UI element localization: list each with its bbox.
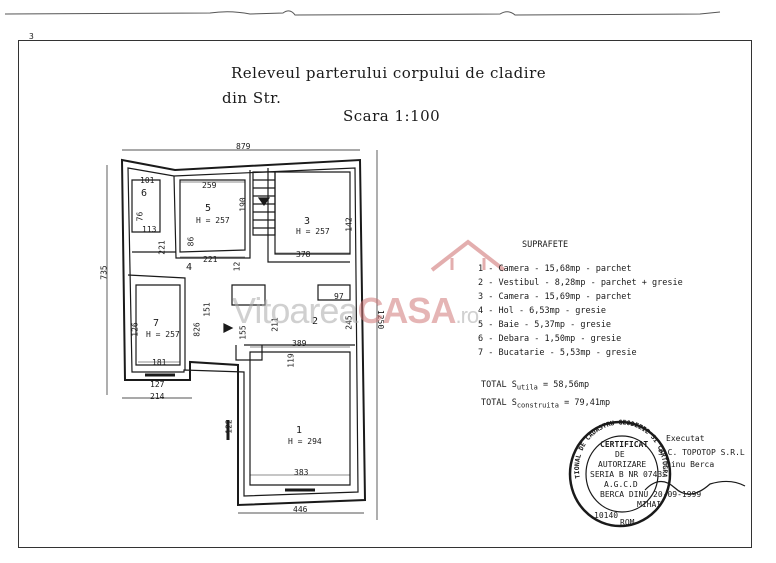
- dim-d7: 119: [286, 353, 296, 368]
- dim-bottom: 446: [293, 505, 308, 514]
- executed-date: 20-09-1999: [653, 490, 702, 499]
- room-7-height: H = 257: [146, 330, 180, 339]
- signature-scribble: [644, 480, 746, 495]
- top-edge-scribble: [4, 10, 721, 16]
- room-1-number: 1: [296, 425, 303, 436]
- dim-v4: 221: [157, 240, 167, 255]
- room-5-height: H = 257: [196, 216, 230, 225]
- plan-scale: Scara 1:100: [343, 107, 441, 125]
- dim-room2-width: 389: [292, 339, 307, 348]
- dim-d4: 97: [334, 292, 344, 301]
- dim-room4-width: 221: [203, 255, 218, 264]
- dim-v1: 190: [238, 197, 248, 212]
- stamp-line1: CERTIFICAT: [600, 440, 649, 449]
- house-logo-icon: [430, 239, 506, 272]
- dim-v2: 142: [344, 217, 354, 232]
- total-constr-sub: construita: [516, 401, 559, 410]
- room-2-number: 2: [312, 316, 319, 327]
- stamp-line3: AUTORIZARE: [598, 460, 647, 469]
- legend-heading: SUPRAFETE: [522, 240, 569, 250]
- legend-item: 4 - Hol - 6,53mp - gresie: [478, 306, 606, 316]
- document-sheet: [18, 40, 752, 548]
- dim-bottom-left: 214: [150, 392, 165, 401]
- dim-room7-width: 181: [152, 358, 167, 367]
- dim-d11: 826: [192, 322, 202, 337]
- stamp-line7: MIHAI: [637, 500, 662, 509]
- executed-company: S.C. TOPOTOP S.R.L: [658, 448, 745, 457]
- total-utila: TOTAL Sutila = 58,56mp: [481, 380, 589, 392]
- room-3-height: H = 257: [296, 227, 330, 236]
- page-mark: 3: [29, 32, 34, 41]
- dim-d2: 76: [135, 211, 145, 222]
- watermark-part3: .ro: [455, 303, 479, 328]
- stamp-line5: A.G.C.D: [604, 480, 638, 489]
- total-utila-sub: utila: [516, 383, 538, 392]
- room-5-number: 5: [205, 203, 212, 214]
- stamp-line6: BERCA DINU: [600, 490, 649, 499]
- dim-d1: 101: [140, 176, 155, 185]
- total-constr-value: = 79,41mp: [564, 398, 611, 408]
- legend-item: 1 - Camera - 15,68mp - parchet: [478, 264, 632, 274]
- dim-d3: 86: [186, 236, 196, 247]
- dim-d8: 122: [224, 419, 234, 434]
- executed-label: Executat: [666, 434, 705, 443]
- legend-item: 7 - Bucatarie - 5,53mp - gresie: [478, 348, 637, 358]
- watermark-part2: CASA: [357, 290, 456, 331]
- room-6-number: 6: [141, 188, 148, 199]
- total-construita: TOTAL Sconstruita = 79,41mp: [481, 398, 610, 410]
- legend-item: 5 - Baie - 5,37mp - gresie: [478, 320, 612, 330]
- total-constr-label: TOTAL S: [481, 398, 517, 408]
- executed-name: Dinu Berca: [666, 460, 715, 469]
- room-7-number: 7: [153, 318, 160, 329]
- dim-room1-width: 383: [294, 468, 309, 477]
- dim-d12: 12: [232, 261, 242, 272]
- dim-room6-width: 113: [142, 225, 157, 234]
- stamp-line2: DE: [615, 450, 625, 459]
- dim-room3-width: 378: [296, 250, 311, 259]
- dim-d5: 151: [202, 302, 212, 317]
- plan-title: Releveul parterului corpului de cladire: [231, 64, 547, 82]
- legend-item: 2 - Vestibul - 8,28mp - parchet + gresie: [478, 278, 683, 288]
- room-1-height: H = 294: [288, 437, 322, 446]
- stamp-line4: SERIA B NR 0743: [590, 470, 663, 479]
- room-4-number: 4: [186, 262, 193, 273]
- dim-d9: 126: [130, 322, 140, 337]
- dim-top: 879: [236, 142, 251, 151]
- plan-address: din Str.: [222, 89, 282, 107]
- dim-room5-width: 259: [202, 181, 217, 190]
- dim-d10: 127: [150, 380, 165, 389]
- dim-left: 735: [99, 265, 109, 280]
- stamp-bottom: ROM: [620, 518, 635, 527]
- certification-stamp: TIONAL DE CADASTRU GEODEZIE SI CARTOGRAF…: [566, 418, 672, 528]
- total-utila-label: TOTAL S: [481, 380, 517, 390]
- legend-item: 3 - Camera - 15,69mp - parchet: [478, 292, 632, 302]
- watermark-part1: Vitoarea: [232, 290, 358, 331]
- legend-item: 6 - Debara - 1,50mp - gresie: [478, 334, 622, 344]
- watermark: VitoareaCASA.ro: [232, 290, 479, 332]
- stamp-code: 10140: [594, 511, 619, 520]
- room-3-number: 3: [304, 216, 311, 227]
- total-utila-value: = 58,56mp: [543, 380, 590, 390]
